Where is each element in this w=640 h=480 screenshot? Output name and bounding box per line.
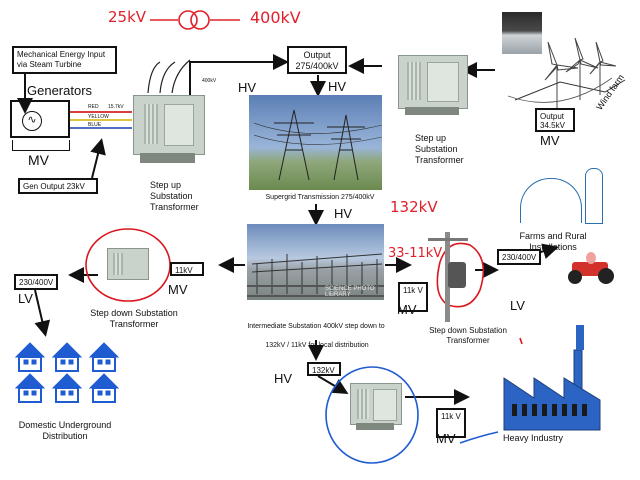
hand-label-400kv: 400kV — [250, 8, 301, 27]
rural-lv-label: LV — [510, 298, 525, 313]
stepup-left-label: Step up Substation Transformer — [150, 180, 199, 212]
stepup-right-label: Step up Substation Transformer — [415, 133, 464, 165]
supergrid-photo — [249, 95, 382, 190]
bottom-transformer-base — [356, 423, 394, 430]
stepup-left-transformer — [133, 95, 205, 155]
inter-mv-label: MV — [168, 282, 188, 297]
intermediate-photo: SCIENCE PHOTO LIBRARY — [247, 224, 384, 300]
gen-output-box: Gen Output 23kV — [18, 178, 98, 194]
transformer-base — [140, 153, 195, 163]
intermediate-label: Intermediate Substation 400kV step down … — [247, 323, 385, 330]
generator-base — [12, 140, 70, 151]
heavy-mv-label: MV — [436, 431, 456, 446]
dom-label: Domestic Underground Distribution — [18, 420, 112, 441]
stepup-right-transformer — [398, 55, 468, 109]
substation-drawing — [247, 253, 384, 297]
rural-box: 230/400V — [497, 249, 541, 265]
dom-lv-label: LV — [18, 291, 33, 306]
hand-label-25kv: 25kV — [108, 8, 147, 26]
arrow-132-to-tx — [317, 375, 349, 395]
hv-bottom-label: HV — [274, 371, 293, 386]
transformer-panel — [164, 104, 194, 146]
hv-mid-label: HV — [334, 206, 353, 221]
transformer-panel-right — [427, 62, 459, 102]
tx-400-label: 400kV — [202, 78, 217, 84]
pole-label: Step down Substation Transformer — [429, 326, 507, 345]
silo-icon — [585, 168, 603, 224]
intermediate-label-2: 132kV / 11kV for local distribution — [265, 342, 369, 349]
pole-box-text: 11k V — [403, 286, 423, 295]
pole-transformer — [418, 232, 478, 322]
stepdown-left-transformer — [107, 248, 149, 280]
generator-box: ∿ — [10, 100, 70, 138]
pole-mv-label: MV — [397, 302, 417, 317]
stepdown-left-label: Step down Substation Transformer — [90, 308, 178, 329]
dom-box: 230/400V — [14, 274, 58, 290]
photo-watermark: SCIENCE PHOTO LIBRARY — [325, 286, 375, 298]
arrow-gen-output — [90, 138, 106, 179]
mech-input-box: Mechanical Energy Input via Steam Turbin… — [12, 46, 117, 74]
hand-circle-pole — [436, 242, 485, 308]
gen-wire-kv: 15.7kV — [108, 104, 124, 110]
output-text: Output 275/400kV — [295, 50, 339, 71]
ac-source-icon: ∿ — [22, 111, 42, 131]
hand-label-132kv: 132kV — [390, 198, 438, 216]
texture-thumbnail — [502, 12, 542, 54]
hand-circle-bottom — [325, 366, 419, 464]
arrow-tx-to-output — [189, 54, 289, 95]
tractor-icon — [568, 252, 618, 284]
gen-output-text: Gen Output 23kV — [23, 182, 85, 191]
hv-left-label: HV — [238, 80, 257, 95]
wind-output-box: Output 34.5kV — [535, 108, 575, 132]
hv-cable-lines — [147, 59, 191, 94]
supergrid-label: Supergrid Transmission 275/400kV — [265, 194, 375, 201]
radiator-fins — [144, 104, 158, 144]
heavy-box: 11k V — [436, 408, 466, 438]
inter-11kv-text: 11kV — [175, 266, 193, 275]
bottom-transformer — [350, 383, 402, 425]
generators-title: Generators — [27, 83, 93, 98]
hand-transformer-symbol — [150, 10, 240, 30]
pylon-drawing — [253, 109, 382, 181]
inter-11kv-box: 11kV — [170, 262, 204, 276]
hand-stroke-blue — [459, 431, 499, 444]
hand-label-33-11kv: 33-11kV — [388, 246, 443, 261]
farms-label: Farms and Rural Installations — [519, 231, 587, 252]
box-132kv: 132kV — [307, 362, 341, 376]
gen-mv-label: MV — [28, 152, 49, 168]
dom-box-text: 230/400V — [19, 278, 54, 287]
rural-box-text: 230/400V — [502, 253, 537, 262]
wind-output-text: Output 34.5kV — [540, 112, 565, 130]
arrow-to-houses — [34, 289, 51, 337]
hand-tick — [519, 337, 523, 345]
transformer-base-right — [405, 107, 459, 115]
wind-mv-label: MV — [540, 133, 560, 148]
box-132kv-text: 132kV — [312, 366, 335, 375]
radiator-fins-right — [407, 62, 421, 100]
pole-box: 11k V — [398, 282, 428, 312]
gen-wire-blue: BLUE — [88, 122, 102, 128]
gen-wire-yellow: YELLOW — [88, 114, 109, 120]
hv-right-label: HV — [328, 79, 347, 94]
gen-wire-red: RED — [88, 104, 99, 110]
mech-input-text: Mechanical Energy Input via Steam Turbin… — [17, 50, 106, 69]
heavy-box-text: 11k V — [441, 412, 461, 421]
output-box: Output 275/400kV — [287, 46, 347, 74]
heavy-label: Heavy Industry — [502, 433, 564, 443]
